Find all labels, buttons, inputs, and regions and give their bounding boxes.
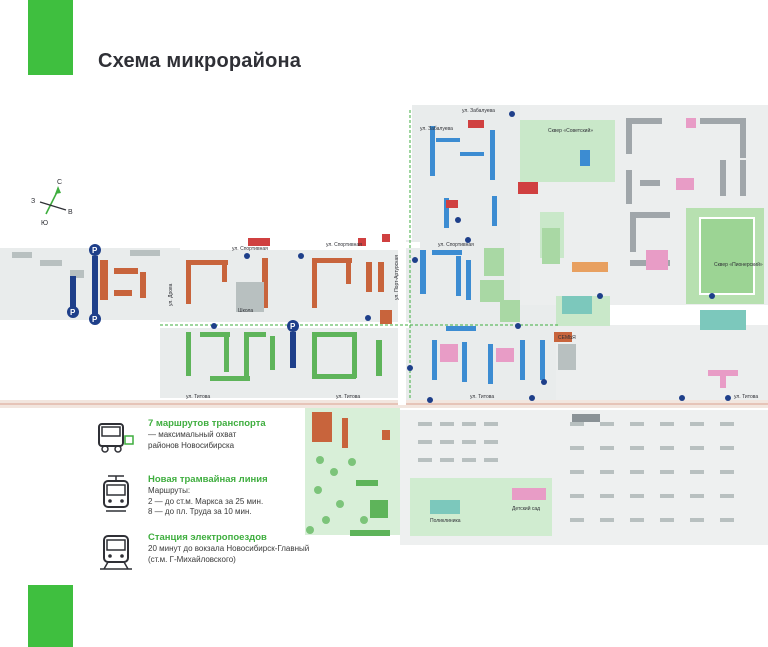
street-zabalueva: ул. Забалуева xyxy=(462,108,495,114)
page-title: Схема микрорайона xyxy=(98,50,302,72)
accent-bar-bottom xyxy=(28,585,73,647)
south-park xyxy=(306,412,390,536)
buildings-left xyxy=(12,250,160,300)
buildings-southeast xyxy=(418,414,734,522)
legend-tram-title: Новая трамвайная линия xyxy=(148,474,268,485)
buildings-right: Сквер «Пионерский» xyxy=(562,118,763,388)
street-sportivnaya-3: ул. Спортивная xyxy=(438,242,474,248)
street-zabalueva-2: ул. Забалуева xyxy=(420,126,453,132)
bus-icon xyxy=(98,423,134,453)
compass-north-label: С xyxy=(57,179,62,186)
buildings-center-left: Школа xyxy=(186,234,392,381)
stop-markers xyxy=(211,111,731,403)
street-titova-mid: ул. Титова xyxy=(336,394,360,400)
shop-label: СЕМЬЯ xyxy=(558,335,576,341)
district-map: С Ю З В xyxy=(0,105,768,545)
southeast-facilities: Детский сад Поликлиника xyxy=(430,488,546,524)
street-port-arturskaya: ул. Порт-Артурская xyxy=(394,255,400,300)
accent-bar-top xyxy=(28,0,73,75)
street-titova-left: ул. Титова xyxy=(186,394,210,400)
legend-train-title: Станция электропоездов xyxy=(148,532,267,543)
street-labels: ул. Титова ул. Титова ул. Титова ул. Тит… xyxy=(168,108,758,400)
compass-east-label: В xyxy=(68,209,73,216)
legend-bus-body: — максимальный охват районов Новосибирск… xyxy=(148,430,237,450)
street-titova-right: ул. Титова xyxy=(734,394,758,400)
street-sportivnaya-2: ул. Спортивная xyxy=(326,242,362,248)
compass-south-label: Ю xyxy=(41,220,48,227)
square-sovetsky-label: Сквер «Советский» xyxy=(548,127,593,134)
parking-label-4: P xyxy=(290,322,296,331)
polyclinic-label: Поликлиника xyxy=(430,518,461,524)
legend-train-body: 20 минут до вокзала Новосибирск-Главный … xyxy=(148,544,310,564)
roads xyxy=(0,110,768,408)
street-sportivnaya: ул. Спортивная xyxy=(232,246,268,252)
square-pionersky-label: Сквер «Пионерский» xyxy=(714,261,763,268)
legend-bus-title: 7 маршрутов транспорта xyxy=(148,418,266,429)
legend-bus: 7 маршрутов транспорта — максимальный ох… xyxy=(96,418,326,468)
parking-label-3: P xyxy=(70,308,76,317)
street-titova: ул. Титова xyxy=(470,394,494,400)
parking-label-2: P xyxy=(92,315,98,324)
parking-label-1: P xyxy=(92,246,98,255)
tram-icon xyxy=(103,475,129,512)
train-icon xyxy=(100,535,132,570)
buildings-middle: СЕМЬЯ xyxy=(420,250,576,384)
parking-column: P P P P xyxy=(67,244,299,368)
school-label: Школа xyxy=(238,308,253,314)
legend-tram: Новая трамвайная линия Маршруты: 2 — до … xyxy=(96,474,326,529)
legend-tram-body: Маршруты: 2 — до ст.м. Маркса за 25 мин.… xyxy=(148,486,264,516)
buildings-north: Сквер «Советский» xyxy=(430,120,593,228)
legend-train: Станция электропоездов 20 минут до вокза… xyxy=(96,532,326,582)
compass-rose: С Ю З В xyxy=(31,179,73,227)
street-dmitrova: ул. Дрова xyxy=(168,283,174,306)
kindergarten-label: Детский сад xyxy=(512,505,540,512)
compass-west-label: З xyxy=(31,198,35,205)
